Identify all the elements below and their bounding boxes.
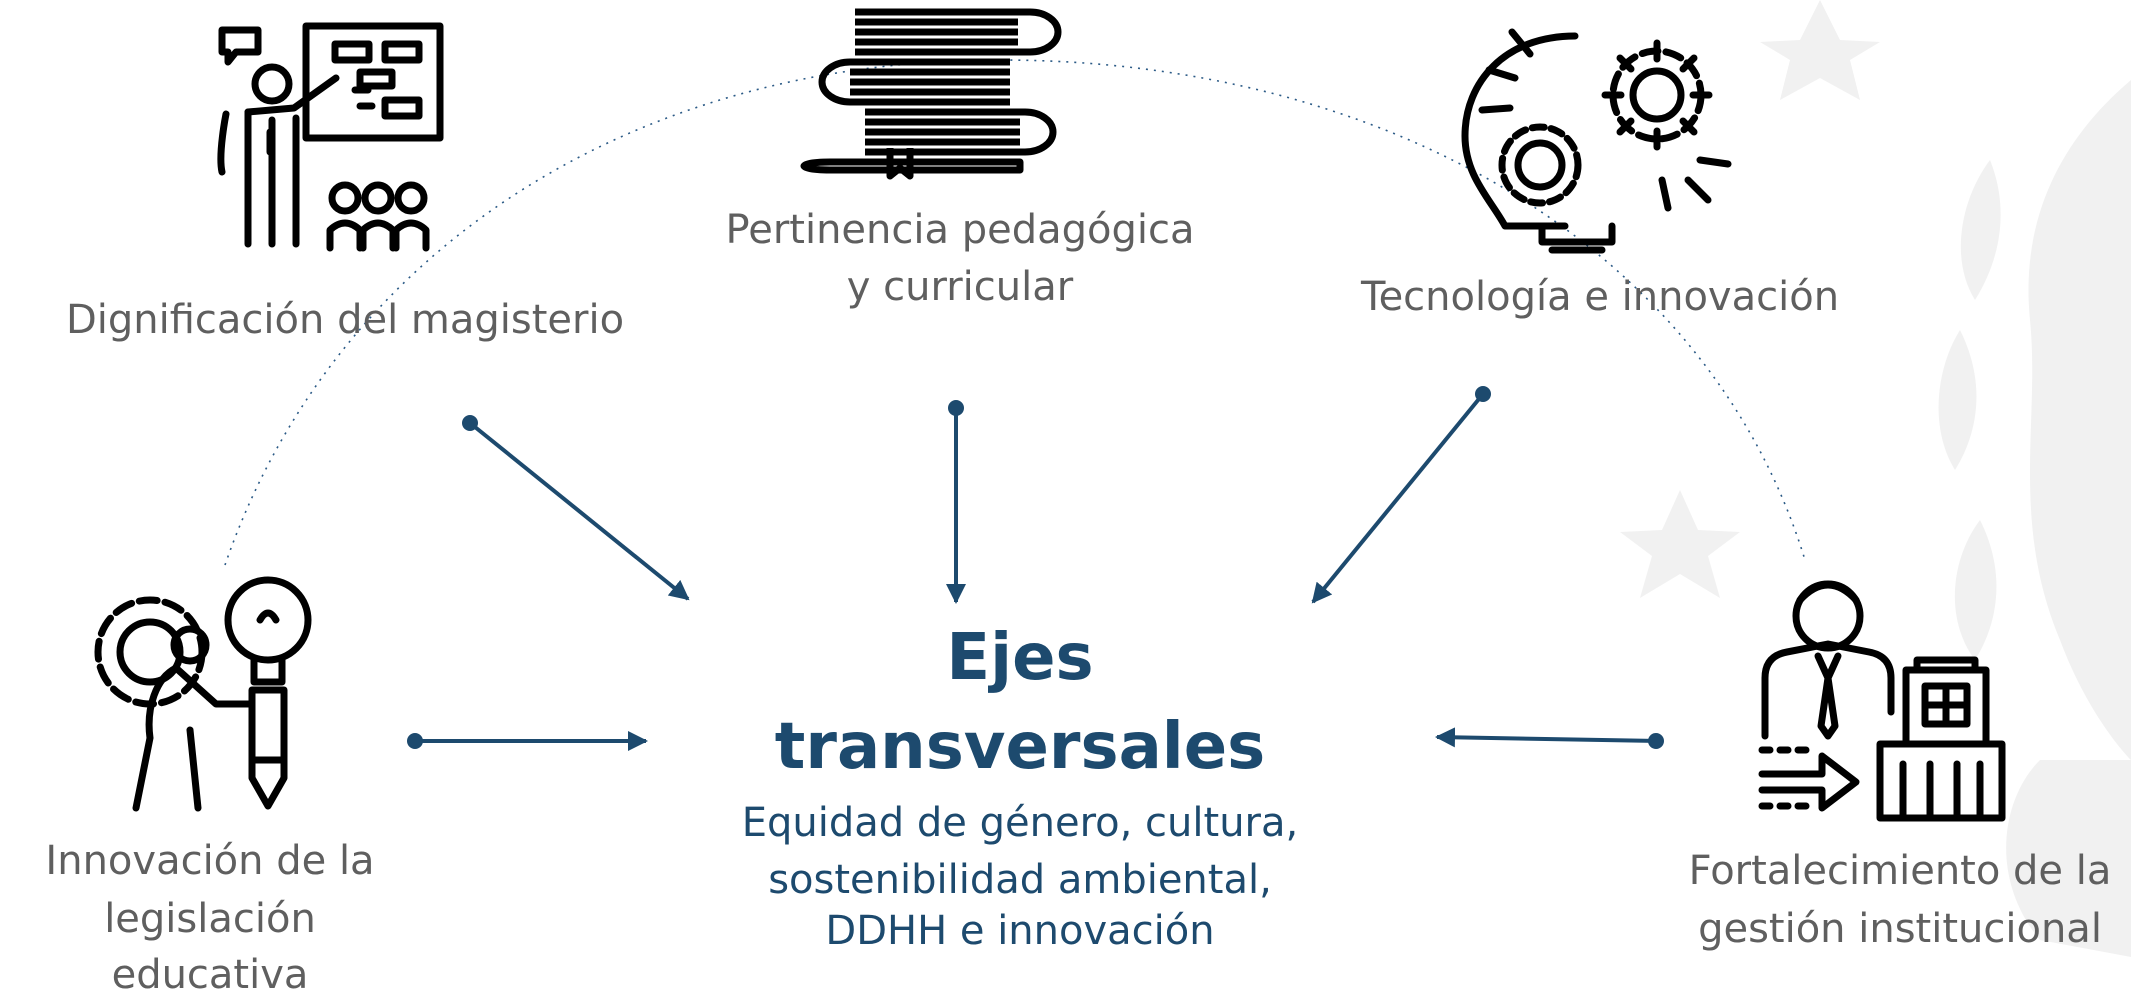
- watermark-emblem: [1620, 0, 2131, 957]
- arrow-legislacion: [407, 731, 648, 751]
- label-gestion-line1: Fortalecimiento de la: [1688, 848, 2112, 894]
- arrow-gestion: [1435, 727, 1664, 749]
- label-legislacion-line2: legislación educativa: [104, 896, 316, 998]
- label-pertinencia-line1: Pertinencia pedagógica: [725, 207, 1195, 253]
- teacher-presenting-icon: [217, 22, 444, 252]
- connecting-arc: [224, 59, 1806, 566]
- label-gestion-line2: gestión institucional: [1698, 906, 2102, 952]
- person-gear-lightbulb-icon: [94, 576, 312, 812]
- center-subtitle-line3: DDHH e innovación: [825, 908, 1215, 954]
- diagram: Dignificación del magisterio Pertinencia…: [45, 0, 2131, 998]
- center-subtitle-line1: Equidad de género, cultura,: [741, 800, 1299, 846]
- lightbulb-gears-icon: [1461, 28, 1732, 254]
- arrow-pertinencia: [946, 400, 966, 604]
- manager-building-icon: [1758, 580, 2006, 822]
- stack-of-books-icon: [800, 8, 1062, 180]
- label-tecnologia: Tecnología e innovación: [1360, 274, 1840, 320]
- label-magisterio: Dignificación del magisterio: [65, 297, 625, 343]
- label-pertinencia-line2: y curricular: [846, 264, 1074, 310]
- arrow-tecnologia: [1311, 386, 1491, 604]
- arrow-magisterio: [462, 415, 690, 601]
- center-title-line2: transversales: [774, 710, 1266, 784]
- diagram-canvas: [94, 0, 2131, 957]
- label-legislacion-line1: Innovación de la: [45, 838, 375, 884]
- center-title-line1: Ejes: [946, 621, 1094, 695]
- center-subtitle-line2: sostenibilidad ambiental,: [768, 857, 1272, 903]
